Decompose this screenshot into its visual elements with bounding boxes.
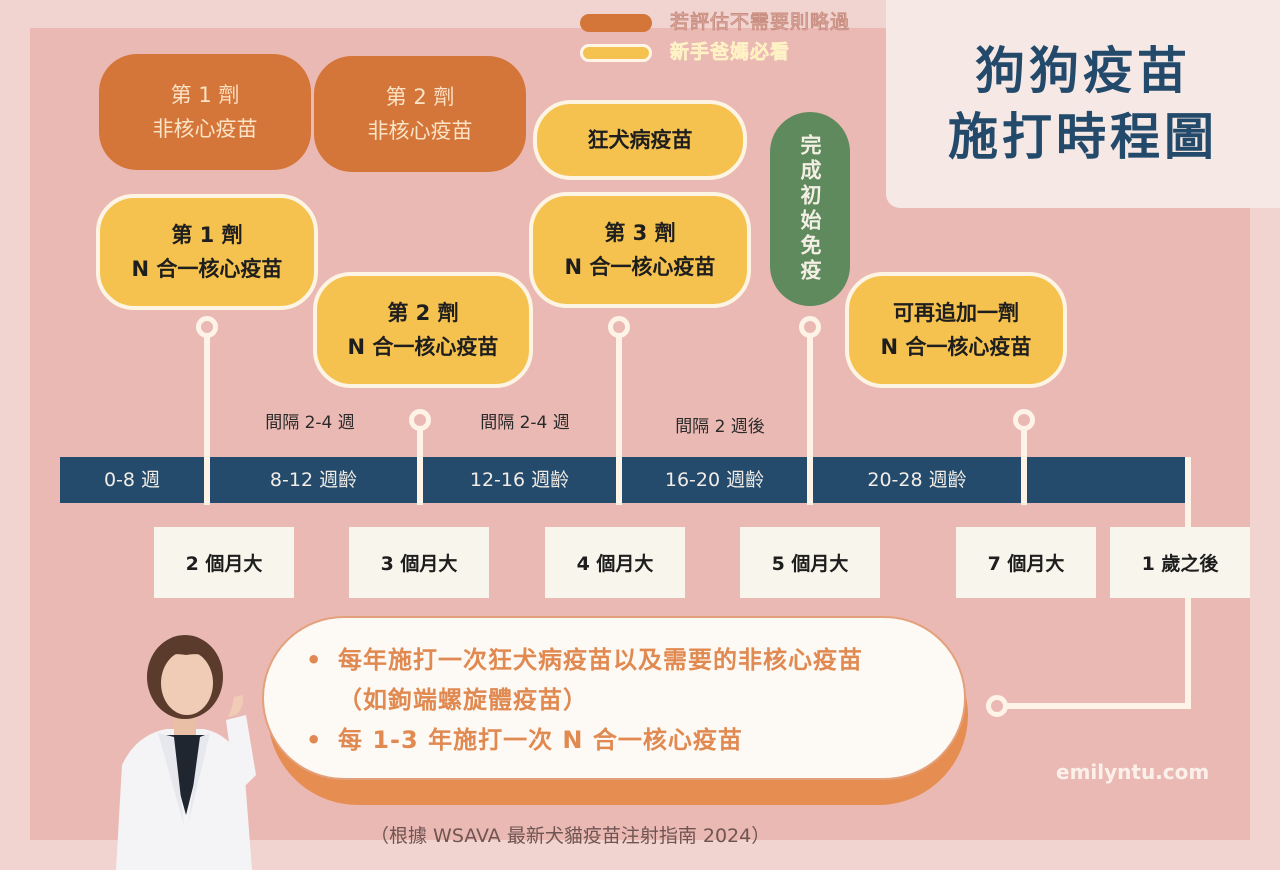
age-box: 5 個月大 [740,527,880,598]
timeline-divider [204,457,210,503]
age-box: 1 歲之後 [1110,527,1250,598]
pin-line-5-months [807,335,813,505]
annual-notes-box: 每年施打一次狂犬病疫苗以及需要的非核心疫苗（如鉤端螺旋體疫苗） 每 1-3 年施… [262,616,966,780]
pin-circle-icon [409,409,431,431]
legend-swatch-core [580,44,652,62]
core-booster-dose: 可再追加一劑 N 合一核心疫苗 [845,272,1067,388]
watermark: emilyntu.com [1056,760,1210,784]
interval-label: 間隔 2 週後 [675,417,765,437]
dose-label: 可再追加一劑 [893,301,1019,325]
timeline-divider [1021,457,1027,503]
connector-horizontal [1005,703,1191,709]
legend-swatch-optional [580,14,652,32]
interval-label: 間隔 2-4 週 [265,413,355,433]
pin-circle-icon [608,316,630,338]
page-title-line-1: 狗狗疫苗 [975,42,1191,100]
dose-label: 第 3 劑 [604,221,676,245]
timeline-bar [60,457,1187,503]
legend-label-optional: 若評估不需要則略過 [669,11,851,34]
age-box: 2 個月大 [154,527,294,598]
dose-label: 第 2 劑 [387,301,459,325]
timeline-divider [807,457,813,503]
note-item: 每年施打一次狂犬病疫苗以及需要的非核心疫苗（如鉤端螺旋體疫苗） [306,640,898,720]
pin-circle-icon [196,316,218,338]
timeline-segment: 0-8 週 [103,469,161,491]
vaccine-name: N 合一核心疫苗 [564,255,716,279]
source-citation: （根據 WSAVA 最新犬貓疫苗注射指南 2024） [370,825,771,847]
legend-label-core: 新手爸媽必看 [670,41,791,64]
vaccine-name: N 合一核心疫苗 [347,335,499,359]
dose-label: 第 1 劑 [171,223,243,247]
vaccine-name: N 合一核心疫苗 [131,257,283,281]
age-box: 3 個月大 [349,527,489,598]
timeline-segment: 8-12 週齡 [269,469,358,491]
vet-portrait-image [116,635,256,870]
title-card: 狗狗疫苗 施打時程圖 [886,0,1280,208]
milestone-label: 完成初始免疫 [798,134,822,284]
timeline-segment: 20-28 週齡 [867,469,967,491]
pin-circle-icon [799,316,821,338]
page-title-line-2: 施打時程圖 [948,108,1218,166]
vaccine-name: 非核心疫苗 [152,117,258,141]
timeline-divider [616,457,622,503]
non-core-dose-2: 第 2 劑 非核心疫苗 [314,56,526,172]
timeline-segment: 12-16 週齡 [469,469,570,491]
non-core-dose-1: 第 1 劑 非核心疫苗 [99,54,311,170]
interval-label: 間隔 2-4 週 [480,413,570,433]
vaccine-name: N 合一核心疫苗 [880,335,1032,359]
note-item: 每 1-3 年施打一次 N 合一核心疫苗 [306,720,924,760]
core-dose-2: 第 2 劑 N 合一核心疫苗 [313,272,533,388]
age-box: 7 個月大 [956,527,1096,598]
vaccine-name: 非核心疫苗 [367,119,473,143]
core-dose-1: 第 1 劑 N 合一核心疫苗 [96,194,318,310]
dose-label: 第 1 劑 [170,83,240,107]
core-dose-3: 第 3 劑 N 合一核心疫苗 [529,192,751,308]
timeline-segment: 16-20 週齡 [664,469,765,491]
rabies-vaccine-bubble: 狂犬病疫苗 [533,100,747,180]
pin-circle-icon [986,695,1008,717]
vaccine-name: 狂犬病疫苗 [587,128,693,152]
milestone-initial-immunity: 完成初始免疫 [770,112,850,306]
timeline-divider [417,457,423,503]
pin-circle-icon [1013,409,1035,431]
age-box: 4 個月大 [545,527,685,598]
dose-label: 第 2 劑 [385,85,455,109]
pin-line-2-months [204,335,210,505]
pin-line-4-months [616,335,622,505]
